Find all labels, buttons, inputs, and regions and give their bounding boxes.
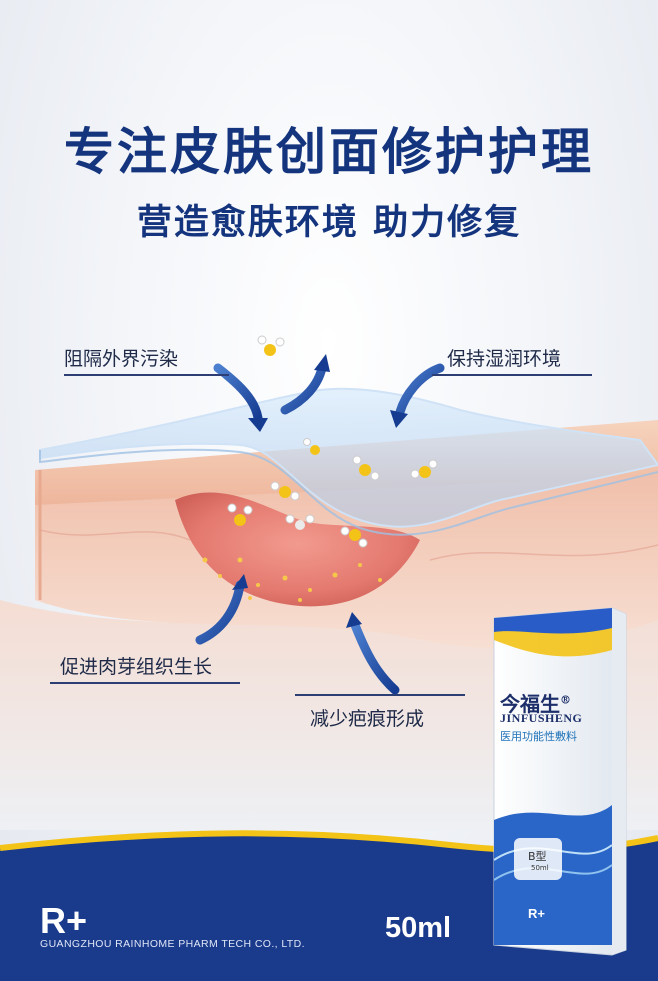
page-title: 专注皮肤创面修护护理 [64,123,594,181]
callout-barrier-label: 阻隔外界污染 [64,348,179,370]
callout-underline [50,682,240,684]
product-category: 医用功能性敷料 [500,730,577,743]
callout-scar: 减少疤痕形成 [295,694,465,731]
callout-scar-label: 减少疤痕形成 [310,708,425,730]
registered-mark: ® [560,693,571,707]
nutrient-dots [202,557,382,602]
callout-granulation: 促进肉芽组织生长 [50,652,240,684]
callout-barrier: 阻隔外界污染 [64,344,229,376]
page-subtitle: 营造愈肤环境 助力修复 [136,203,522,243]
product-pinyin: JINFUSHENG [500,711,583,725]
arrowhead-icons [232,354,408,628]
product-type: B型 [528,850,547,863]
callout-moisture: 保持湿润环境 [432,344,592,376]
dressing-film [39,387,658,528]
product-logo: R+ [528,906,545,921]
product-box [493,607,627,956]
molecule-icons [227,335,438,548]
product-volume-label: 50ml [531,864,549,872]
callout-moisture-label: 保持湿润环境 [447,348,562,370]
callout-underline [432,374,592,376]
callout-underline [64,374,229,376]
arrow-icons [195,363,445,695]
product-brand: 今福生® [500,692,571,716]
callout-underline [295,694,465,696]
callout-granulation-label: 促进肉芽组织生长 [60,656,213,678]
company-name: GUANGZHOU RAINHOME PHARM TECH CO., LTD. [40,938,305,950]
company-logo: R+ [40,900,88,941]
volume-label: 50ml [385,912,452,944]
